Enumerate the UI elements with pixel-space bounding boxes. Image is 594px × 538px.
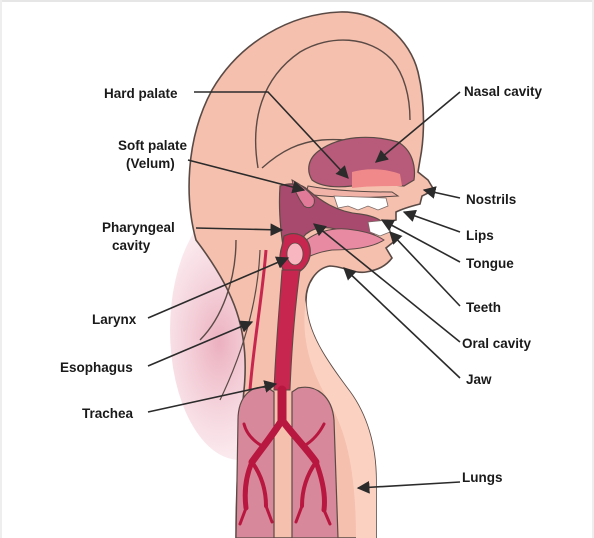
label-hard-palate: Hard palate	[104, 86, 178, 101]
label-lungs: Lungs	[462, 470, 503, 485]
pointer-nostrils	[424, 190, 460, 198]
label-soft-palate-line1: Soft palate	[118, 138, 188, 153]
larynx-opening	[287, 243, 303, 265]
label-oral-cavity: Oral cavity	[462, 336, 532, 351]
pointer-jaw	[344, 268, 460, 378]
label-jaw: Jaw	[466, 372, 492, 387]
label-nasal-cavity: Nasal cavity	[464, 84, 543, 99]
label-pharyngeal-line2: cavity	[112, 238, 151, 253]
pointer-lips	[404, 212, 460, 232]
label-soft-palate-line2: (Velum)	[126, 156, 175, 171]
label-larynx: Larynx	[92, 312, 137, 327]
label-tongue: Tongue	[466, 256, 514, 271]
label-lips: Lips	[466, 228, 494, 243]
label-trachea: Trachea	[82, 406, 134, 421]
label-esophagus: Esophagus	[60, 360, 133, 375]
label-nostrils: Nostrils	[466, 192, 516, 207]
label-pharyngeal-line1: Pharyngeal	[102, 220, 175, 235]
label-teeth: Teeth	[466, 300, 501, 315]
